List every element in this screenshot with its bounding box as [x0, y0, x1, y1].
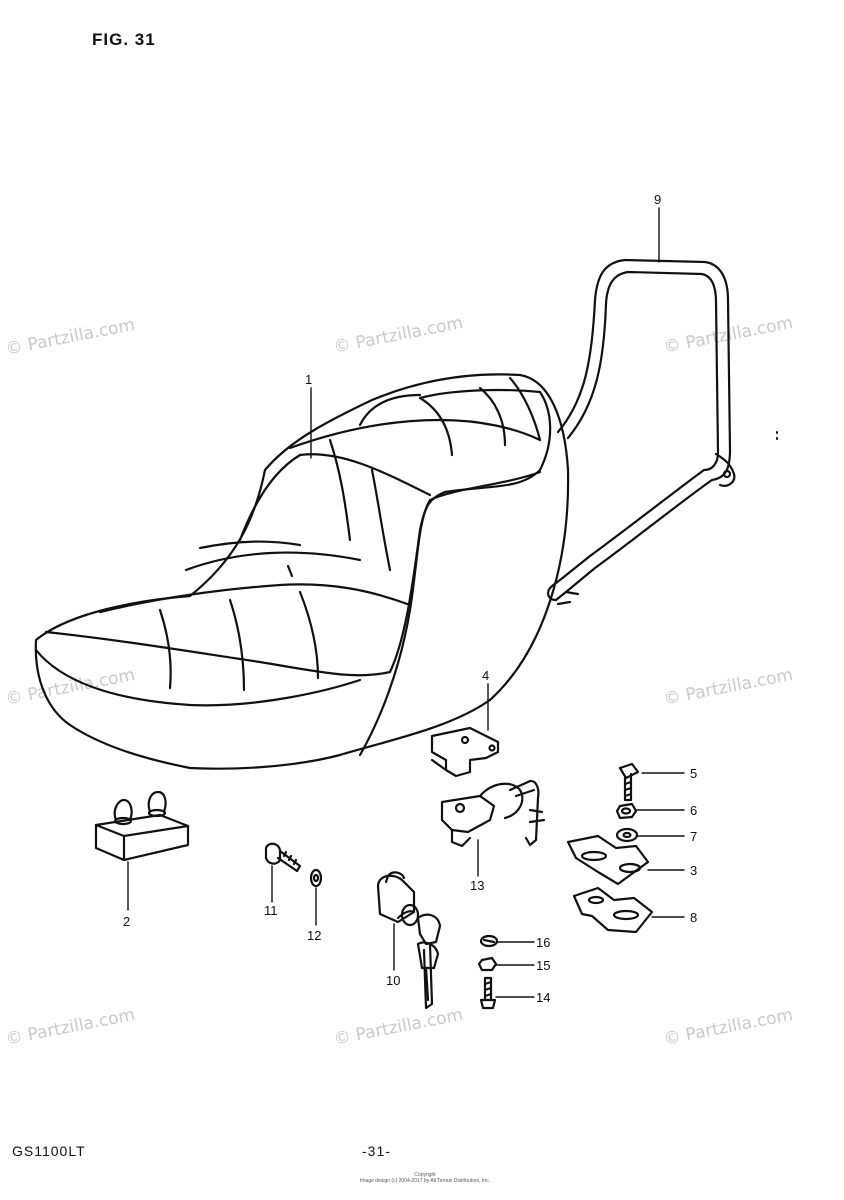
cap-16-part — [479, 934, 499, 948]
nut-15-part — [477, 956, 498, 972]
callout-16: 16 — [536, 935, 550, 950]
callout-1: 1 — [305, 372, 312, 387]
callout-10: 10 — [386, 973, 400, 988]
bracket-part — [430, 726, 500, 778]
leader-lines — [127, 207, 685, 998]
callout-11: 11 — [264, 903, 278, 918]
callout-12: 12 — [307, 928, 321, 943]
plate-3-part — [566, 834, 650, 886]
model-code: GS1100LT — [12, 1143, 86, 1159]
callout-9: 9 — [654, 192, 661, 207]
callout-2: 2 — [123, 914, 130, 929]
lock-cylinder-part — [376, 871, 442, 1010]
cushion-part — [94, 790, 190, 862]
callout-numbers: 1 2 3 4 5 6 7 8 9 10 11 12 13 14 15 16 — [123, 192, 697, 1005]
washer-12-part — [309, 868, 323, 888]
callout-6: 6 — [690, 803, 697, 818]
page-number: -31- — [362, 1143, 391, 1159]
grab-rail-part — [546, 258, 736, 606]
callout-13: 13 — [470, 878, 484, 893]
screw-11-part — [264, 842, 302, 873]
callout-4: 4 — [482, 668, 489, 683]
washer-7-part — [615, 827, 639, 843]
copyright-line-1: Copyright — [414, 1172, 436, 1178]
callout-7: 7 — [690, 829, 697, 844]
nut-6-part — [615, 802, 638, 820]
callout-5: 5 — [690, 766, 697, 781]
seat-part — [34, 373, 570, 770]
figure-label: FIG. 31 — [92, 30, 156, 49]
copyright-notice: Copyright Image design (c) 2004-2017 by … — [360, 1172, 490, 1184]
callout-15: 15 — [536, 958, 550, 973]
plate-8-part — [572, 886, 654, 934]
copyright-line-2: Image design (c) 2004-2017 by All Terrai… — [360, 1178, 490, 1184]
callout-14: 14 — [536, 990, 550, 1005]
seat-lock-part — [440, 779, 546, 848]
callout-3: 3 — [690, 863, 697, 878]
bolt-14-part — [479, 976, 497, 1010]
bolt-5-part — [618, 762, 640, 802]
callout-8: 8 — [690, 910, 697, 925]
